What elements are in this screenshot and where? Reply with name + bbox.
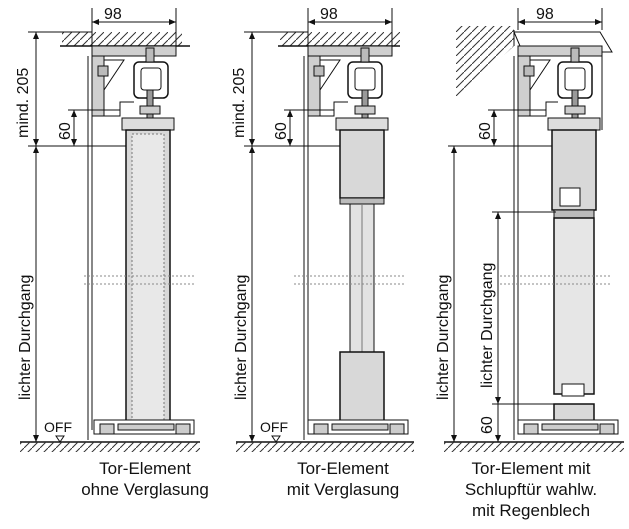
panel-ohne-verglasung: 98 mind. 205 60 lichter Durchgang OFF (15, 6, 200, 452)
floor-hatch (20, 442, 200, 452)
caption-line: Tor-Element mit (471, 459, 591, 478)
ceiling-hatch (62, 32, 182, 46)
caption-line: Tor-Element (99, 459, 191, 478)
dim-60-label: 60 (273, 122, 290, 140)
dim-min-label: mind. 205 (231, 68, 248, 138)
caption-mit-verglasung: Tor-Element mit Verglasung (248, 458, 438, 500)
dimension-60: 60 (57, 109, 120, 146)
off-label: OFF (260, 419, 288, 435)
mounting-bracket (91, 45, 177, 121)
caption-ohne-verglasung: Tor-Element ohne Verglasung (50, 458, 240, 500)
ceiling-hatch (456, 26, 514, 98)
dimension-60: 60 (273, 109, 334, 146)
dimension-60-bottom: 60 (479, 404, 501, 443)
mounting-bracket (517, 45, 603, 130)
dimension-clear-opening: lichter Durchgang (17, 146, 39, 442)
dim-60-bottom-label: 60 (479, 416, 496, 434)
dim-60-top-label: 60 (477, 122, 494, 140)
dimension-width: 98 (91, 6, 177, 46)
dim-width-label: 98 (320, 6, 338, 23)
clear-opening-label: lichter Durchgang (435, 275, 452, 400)
door-opening-label: lichter Durchgang (479, 263, 496, 388)
dimension-clear-opening: lichter Durchgang (233, 146, 255, 442)
dimension-min-height: mind. 205 (231, 31, 340, 147)
dimension-min-height: mind. 205 (15, 31, 126, 147)
dim-width-label: 98 (104, 6, 122, 23)
panel-schlupftuer: 98 60 lichter Durchgang lichter Durchgan… (435, 6, 624, 452)
clear-opening-label: lichter Durchgang (233, 275, 250, 400)
panel-mit-verglasung: 98 mind. 205 60 lichter Durchgang OFF (231, 6, 414, 452)
dim-60-label: 60 (57, 122, 74, 140)
door-leaf-glazed (335, 117, 389, 427)
caption-line: Schlupftür wahlw. (464, 480, 598, 499)
dim-width-label: 98 (536, 6, 554, 23)
dimension-60-top: 60 (448, 109, 552, 147)
floor-level-marker-icon (271, 435, 281, 443)
off-label: OFF (44, 419, 72, 435)
caption-line: mit Verglasung (286, 480, 400, 499)
dimension-width: 98 (307, 6, 393, 46)
door-leaf-with-wicket (547, 117, 601, 429)
mounting-bracket (307, 45, 393, 121)
dim-min-label: mind. 205 (15, 68, 32, 138)
dimension-clear-opening: lichter Durchgang (435, 146, 457, 442)
caption-schlupftuer: Tor-Element mit Schlupftür wahlw. mit Re… (436, 458, 626, 521)
door-leaf (121, 117, 175, 427)
dimension-width: 98 (517, 6, 603, 30)
caption-line: ohne Verglasung (81, 480, 209, 499)
wicket-door (553, 217, 595, 395)
floor-level-marker-icon (55, 435, 65, 443)
caption-line: mit Regenblech (471, 501, 591, 520)
clear-opening-label: lichter Durchgang (17, 275, 34, 400)
caption-line: Tor-Element (297, 459, 389, 478)
dimension-wicket-opening: lichter Durchgang (479, 211, 556, 405)
